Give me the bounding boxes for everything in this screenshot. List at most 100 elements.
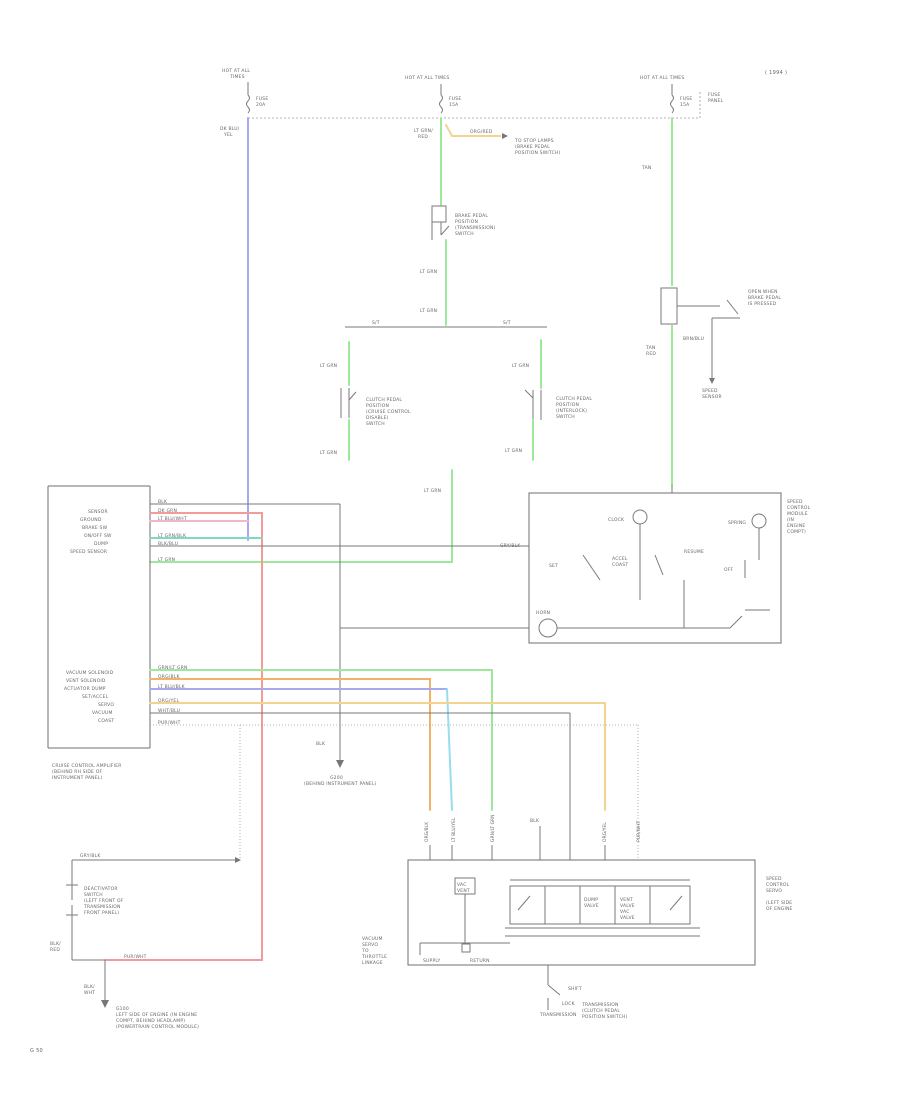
svg-text:ACTUATOR DUMP: ACTUATOR DUMP [64,686,106,692]
svg-text:VENT SOLENOID: VENT SOLENOID [66,678,106,684]
svg-text:CONTROL: CONTROL [766,882,790,888]
svg-text:LT GRN/: LT GRN/ [414,128,433,134]
svg-text:GRN/LT GRN: GRN/LT GRN [158,665,188,671]
module-label: SPEED CONTROL MODULE (IN ENGINE COMPT) [787,499,811,535]
module-part-clock: CLOCK [608,517,625,523]
svg-text:(POWERTRAIN CONTROL MODULE): (POWERTRAIN CONTROL MODULE) [116,1024,199,1030]
svg-text:SENSOR: SENSOR [702,394,722,400]
svg-text:RED: RED [418,134,428,140]
svg-text:15A: 15A [680,102,690,108]
clutch-switch-left: CLUTCH PEDAL POSITION (CRUISE CONTROL DI… [340,388,411,427]
svg-text:COAST: COAST [98,718,114,724]
wire-lower-green [149,669,493,811]
svg-text:POSITION: POSITION [455,219,478,225]
wire-red-main [104,512,263,961]
svg-text:PUR/WHT: PUR/WHT [158,720,181,726]
svg-text:SWITCH: SWITCH [556,414,575,420]
pedal-switch-right: OPEN WHEN BRAKE PEDAL IS PRESSED [660,287,781,325]
speed-control-servo: SPEED CONTROL SERVO (LEFT SIDE OF ENGINE… [407,859,793,966]
wire-label-mid-a: LT GRN [420,269,437,275]
svg-text:SENSOR: SENSOR [88,509,108,515]
svg-text:(BEHIND INSTRUMENT PANEL): (BEHIND INSTRUMENT PANEL) [304,781,377,787]
ground-g100: G100 LEFT SIDE OF ENGINE (IN ENGINE COMP… [101,1000,199,1030]
svg-text:SPEED: SPEED [766,876,782,882]
svg-text:BRAKE PEDAL: BRAKE PEDAL [748,295,781,301]
svg-text:BLK/: BLK/ [84,984,95,990]
svg-text:TO STOP LAMPS: TO STOP LAMPS [514,138,554,144]
svg-text:LOCK: LOCK [562,1001,576,1007]
svg-text:ORG/BLK: ORG/BLK [424,821,430,842]
svg-text:(TRANSMISSION): (TRANSMISSION) [455,225,496,231]
svg-text:SUPPLY: SUPPLY [423,958,440,964]
svg-text:LEFT SIDE OF ENGINE (IN ENGINE: LEFT SIDE OF ENGINE (IN ENGINE [116,1012,197,1018]
svg-text:GRN/LT GRN: GRN/LT GRN [490,814,496,842]
svg-text:VALVE: VALVE [620,915,635,921]
wire-label-cl-a: LT GRN [320,363,337,369]
svg-text:ENGINE: ENGINE [787,523,805,529]
hot-label-left: HOT AT ALL TIMES [222,68,250,80]
wire-label-orange: ORG/RED [470,129,493,135]
svg-text:COMPT, BEHIND HEADLAMP): COMPT, BEHIND HEADLAMP) [116,1018,185,1024]
svg-text:SPEED: SPEED [787,499,803,505]
svg-text:BLK: BLK [158,499,168,505]
svg-text:TIMES: TIMES [229,74,245,80]
svg-text:VACUUM: VACUUM [362,936,383,942]
svg-text:VAC: VAC [457,882,467,888]
svg-text:POSITION: POSITION [366,403,389,409]
svg-text:LINKAGE: LINKAGE [362,960,383,966]
wire-lower-orange [149,678,431,811]
ground-g200: BLK G200 (BEHIND INSTRUMENT PANEL) [304,741,377,787]
svg-text:BRAKE SW: BRAKE SW [82,525,108,531]
wires-top-labels: BLK DK GRN LT BLU/WHT LT GRN/BLK BLK/BLU… [158,499,187,563]
module-part-resume: RESUME [684,549,704,555]
svg-text:DEACTIVATOR: DEACTIVATOR [84,886,118,892]
wire-label-right-a: TAN [641,165,651,171]
svg-text:FUSE: FUSE [680,96,692,102]
svg-text:OF ENGINE: OF ENGINE [766,906,793,912]
svg-text:CLUTCH PEDAL: CLUTCH PEDAL [366,397,402,403]
svg-text:LT GRN: LT GRN [158,557,175,563]
svg-text:COMPT): COMPT) [787,529,806,535]
wire-green-lower [149,469,453,563]
svg-text:DUMP: DUMP [584,897,598,903]
svg-text:RED: RED [50,947,60,953]
wire-label-cl-b: LT GRN [320,450,337,456]
svg-text:BLK: BLK [316,741,326,747]
wire-label-mid-top: LT GRN/ RED [414,128,433,140]
svg-text:G200: G200 [330,775,343,781]
svg-text:(CLUTCH PEDAL: (CLUTCH PEDAL [582,1008,620,1014]
svg-text:BLK/BLU: BLK/BLU [158,541,178,547]
horn-contact [538,618,558,638]
transmission-switch: TRANSMISSION SHIFT LOCK TRANSMISSION (CL… [539,965,627,1020]
left-pins-top: SENSOR GROUND BRAKE SW ON/OFF SW DUMP SP… [70,509,112,555]
lower-left-wire-label: GRY/BLK [80,853,101,859]
svg-text:PUR/WHT: PUR/WHT [636,821,642,842]
svg-text:LT BLU/YEL: LT BLU/YEL [451,817,457,842]
svg-text:SHIFT: SHIFT [568,986,582,992]
wire-lower-lightblue [446,688,453,811]
svg-text:DK GRN: DK GRN [158,508,177,514]
svg-text:G100: G100 [116,1006,129,1012]
svg-text:LT GRN/BLK: LT GRN/BLK [158,533,187,539]
svg-text:RETURN: RETURN [470,958,490,964]
left-pins-bottom: VACUUM SOLENOID VENT SOLENOID ACTUATOR D… [64,670,114,724]
svg-text:SWITCH: SWITCH [366,421,385,427]
switch-resume [654,554,664,576]
vacuum-reservoir-label: VACUUM SERVO TO THROTTLE LINKAGE [361,936,387,966]
svg-text:TAN: TAN [645,345,655,351]
speed-control-module: SPEED CONTROL MODULE (IN ENGINE COMPT) C… [528,492,811,644]
svg-text:FUSE: FUSE [708,92,720,98]
junction-label-left: S/T [372,320,380,326]
svg-text:SWITCH: SWITCH [84,892,103,898]
wire-label-right-blk: BRN/BLU [683,336,704,342]
svg-text:TO: TO [361,948,369,954]
svg-text:HOT AT ALL: HOT AT ALL [222,68,250,74]
svg-text:SET/ACCEL: SET/ACCEL [82,694,109,700]
clock-spring-right [751,513,767,529]
svg-text:SERVO: SERVO [766,888,782,894]
lower-left-gnd-wire: PUR/WHT [124,954,147,960]
module-part-off: OFF [724,567,734,573]
svg-text:CONTROL: CONTROL [787,505,811,511]
wire-label-left-top: DK BLU/ YEL [220,126,240,138]
